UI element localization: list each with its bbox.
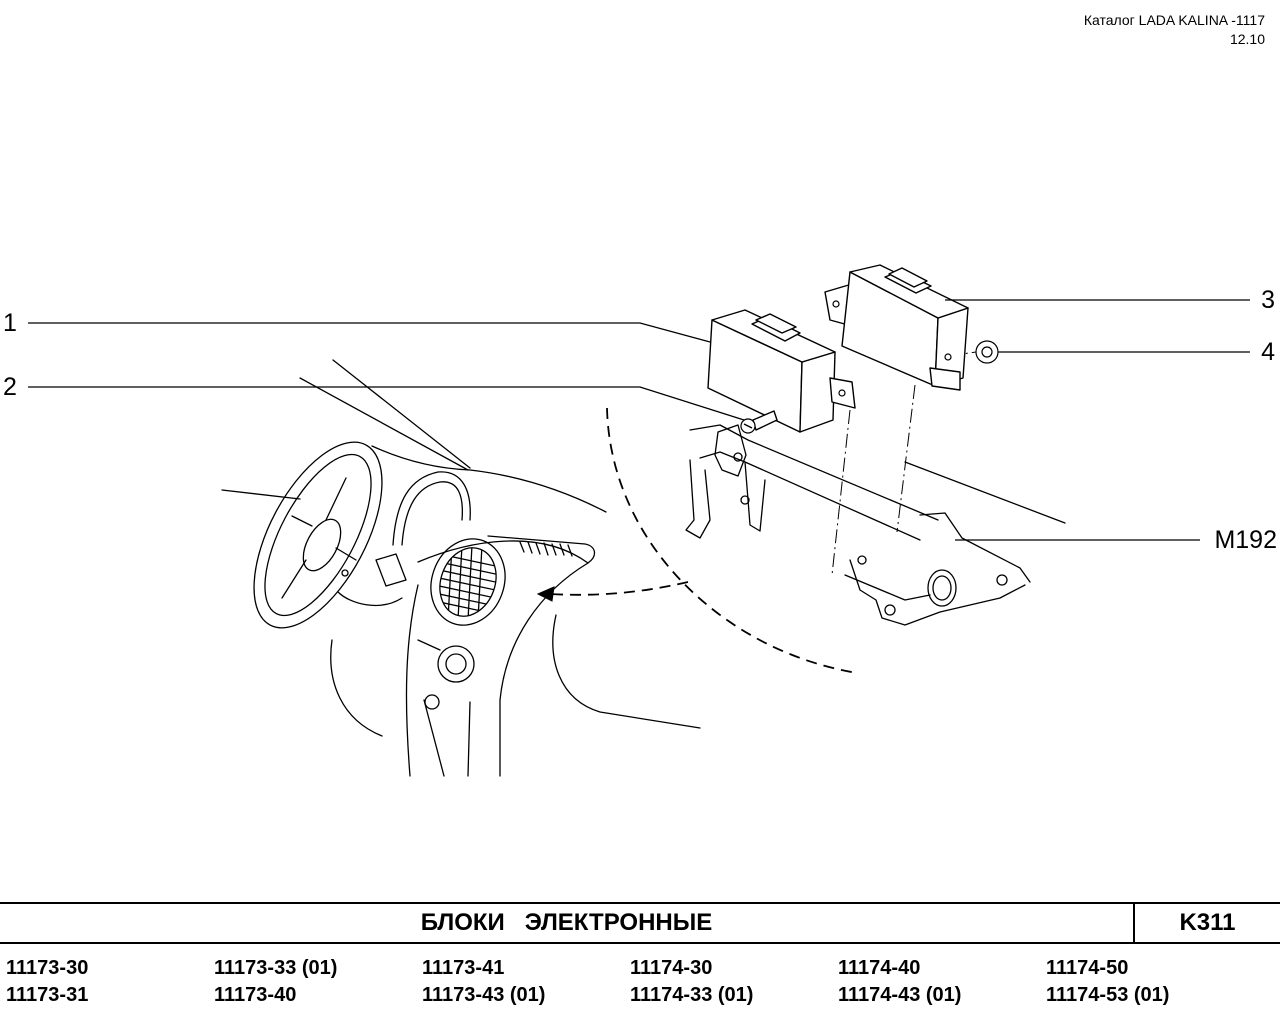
dash-slots [519,541,573,557]
ignition-lock [341,569,349,577]
catalog-header: Каталог LADA KALINA -1117 12.10 [1084,11,1265,49]
dash-top-edge [371,445,607,513]
model-code: 11174-40 [838,957,921,979]
console-knob-inner [445,653,467,675]
dash-right-swoop [417,540,589,777]
catalog-title: Каталог LADA KALINA -1117 [1083,12,1265,28]
block2-connector-top [888,267,928,288]
model-code: 11173-43 (01) [422,984,546,1006]
bracket-inner-edge [844,574,931,601]
callout-label-m192: M192 [1214,526,1277,554]
bracket-hole [884,604,896,616]
callout-label-4: 4 [1261,338,1275,366]
bracket-top-edge [689,424,939,521]
section-code: K311 [1133,904,1280,942]
instrument-hood-inner [401,481,464,546]
mounting-bracket-m192 [685,424,1066,626]
center-console-lines [417,639,471,777]
footer-title-row: БЛОКИ ЭЛЕКТРОННЫЕ K311 [0,902,1280,944]
callout-label-2: 2 [3,373,17,401]
callout-leaders [28,299,1250,541]
knee-panel-curve [330,639,383,737]
door-edge-line [221,489,301,500]
bracket-right-end [919,512,1031,583]
model-code: 11174-33 (01) [630,984,754,1006]
model-code: 11173-40 [214,984,297,1006]
model-code: 11174-53 (01) [1046,984,1170,1006]
bracket-large-hole-outer [927,569,957,607]
dash-left-switch [375,553,407,587]
electronic-block-2 [824,264,969,391]
detail-arrow-line [549,581,689,596]
alignment-line-block1 [831,409,851,576]
block2-flange-hole [832,300,840,308]
callout-label-3: 3 [1261,286,1275,314]
detail-arrow-head [536,586,555,602]
steering-wheel-spokes [281,477,357,599]
bracket-screw-tab-hole [733,452,743,462]
detail-view-arc [606,407,858,674]
air-vent-grille [430,544,501,621]
bracket-hole [857,555,867,565]
screw-slot [743,423,753,429]
dash-panel-line [904,461,1066,524]
steering-wheel [253,441,383,629]
steering-wheel-hub [302,518,342,572]
nut-bore [981,346,993,358]
steering-wheel-rim-outer [253,441,383,629]
dash-right-upper [487,535,596,564]
bracket-large-hole-inner [932,575,952,601]
model-code: 11173-31 [6,984,89,1006]
bracket-bottom-edge [849,559,1026,626]
bracket-left-leg [685,459,711,539]
block2-top-face [849,264,969,319]
model-code: 11173-41 [422,957,505,979]
bracket-second-leg [744,461,766,532]
console-knob-outer [437,645,475,683]
alignment-line-block2 [896,384,916,533]
air-vent-inner [439,547,497,617]
console-switch [424,694,440,710]
leader-line-1 [28,322,711,343]
model-code: 11174-50 [1046,957,1129,979]
air-vent-outer [430,538,506,626]
model-code: 11174-43 (01) [838,984,962,1006]
steering-wheel-rim-inner [264,453,372,617]
block2-mount-hole [944,353,952,361]
console-lower-right [552,614,701,729]
edition-date: 12.10 [1229,31,1265,47]
block1-top-face [711,309,836,363]
windshield-edge-inner [332,359,471,469]
windshield-edge-outer [299,377,469,471]
center-console-left [405,584,419,777]
nut [975,340,999,364]
screw [740,410,778,434]
block1-mount-hole [838,389,846,397]
bracket-hole [996,574,1008,586]
bracket-mid-edge [699,451,921,541]
model-code: 11174-30 [630,957,713,979]
bracket-screw-tab [714,424,747,477]
block1-connector-top [755,313,797,334]
block1-end-face [799,351,836,433]
model-code: 11173-33 (01) [214,957,338,979]
dashboard-interior-view [221,359,701,777]
section-title: БЛОКИ ЭЛЕКТРОННЫЕ [420,909,713,936]
model-code-table: 11173-30 11173-33 (01) 11173-41 11174-30… [6,956,1254,1008]
instrument-hood-outer [392,471,471,546]
callout-label-1: 1 [3,309,17,337]
model-code: 11173-30 [6,957,89,979]
bracket-hole [740,495,750,505]
block2-mount-tab [929,367,961,391]
leader-line-2 [28,386,745,421]
electronic-block-1 [707,309,856,433]
steering-column [337,591,403,606]
